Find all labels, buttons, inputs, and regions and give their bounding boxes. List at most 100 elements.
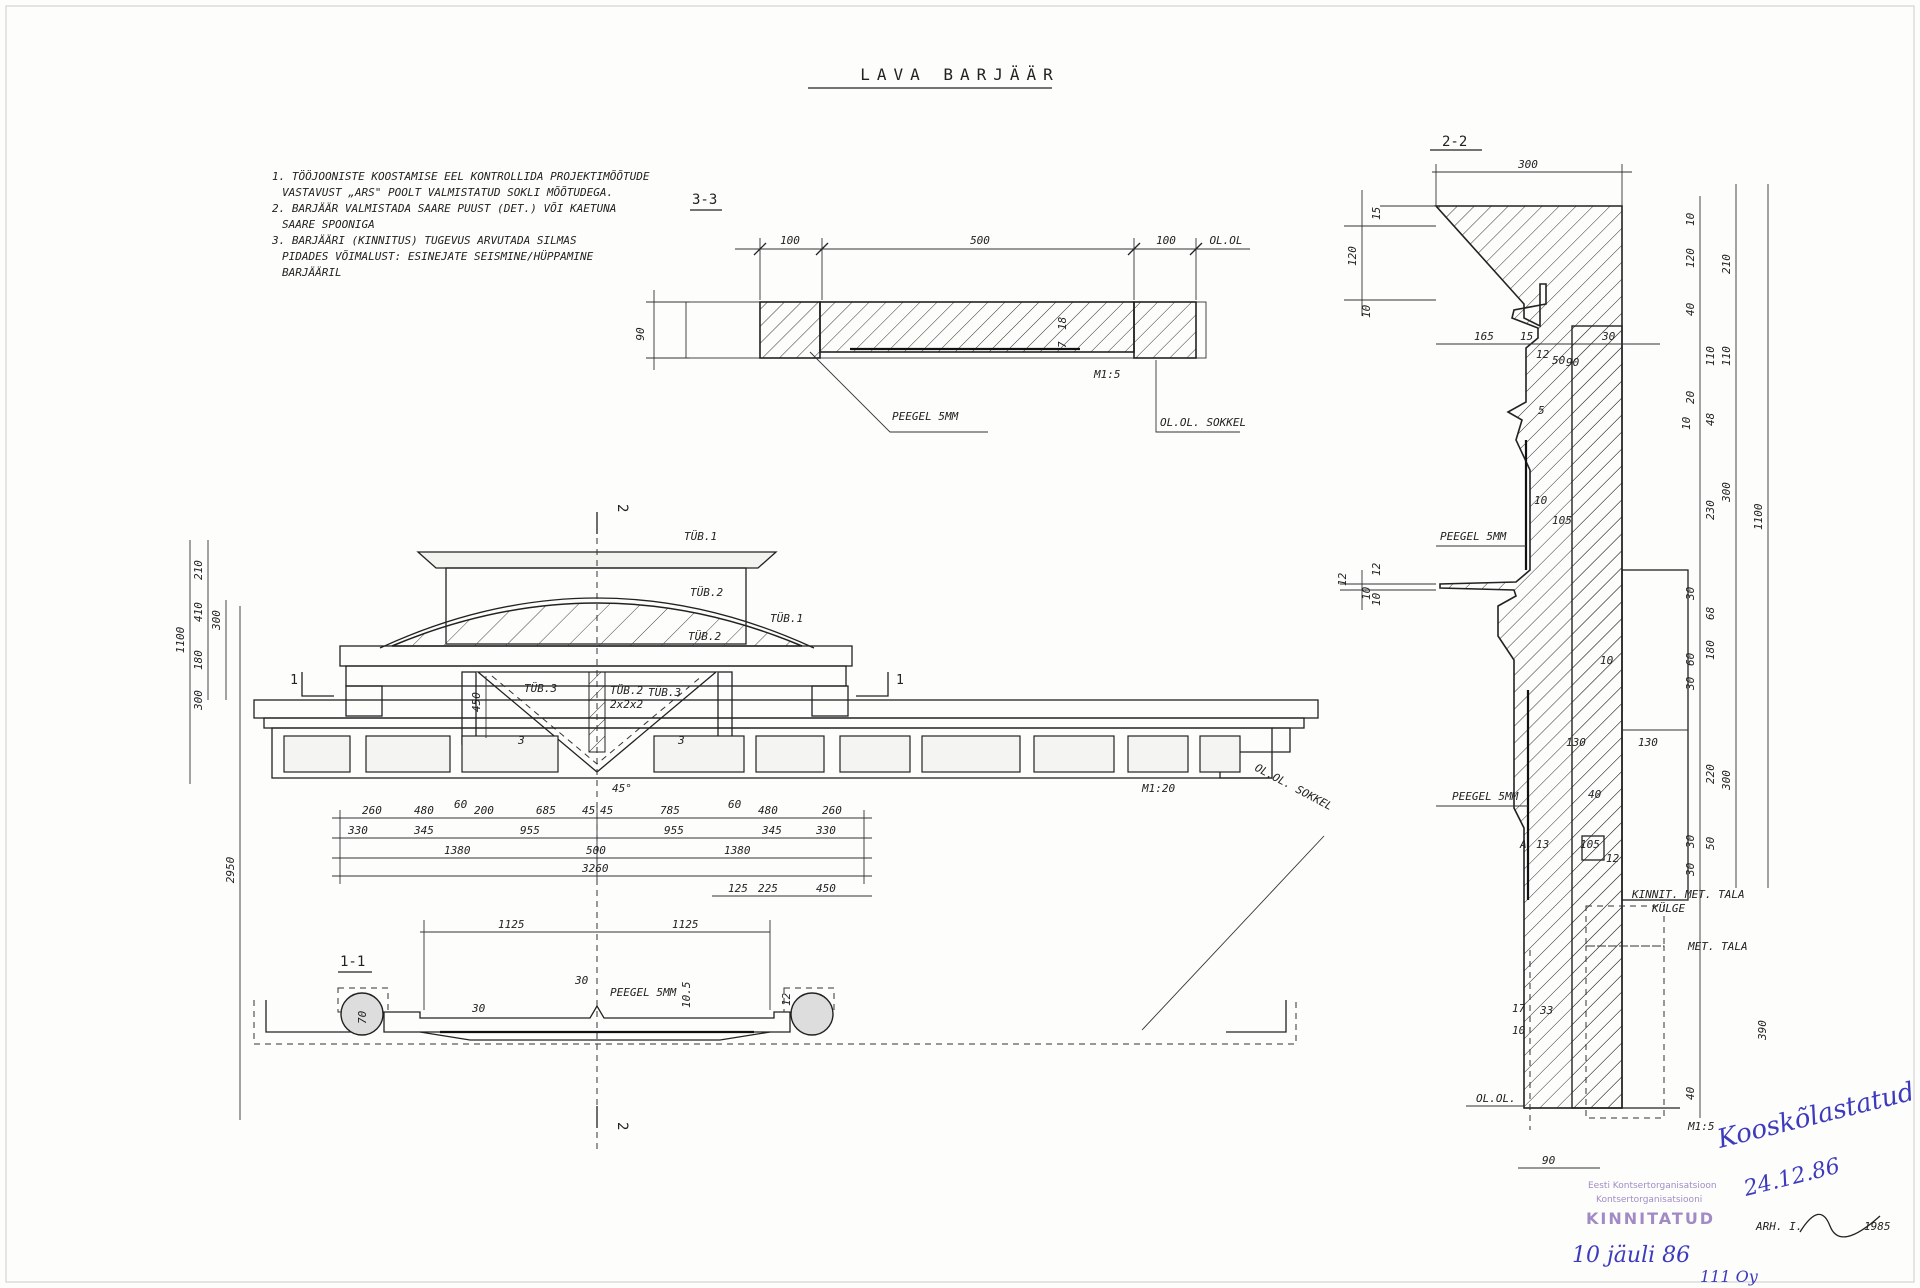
tub-1b: TÜB.1 — [770, 612, 803, 625]
stamp-line-1: Eesti Kontsertorganisatsioon — [1588, 1181, 1717, 1191]
signature-date: 24.12.86 — [1740, 1154, 1842, 1202]
dim-22-r110: 110 — [1704, 346, 1717, 366]
plan-1-1: 1-1 1125 1125 30 30 10.5 12 70 PEEGEL 5M… — [253, 918, 1297, 1045]
dim-elev-300b: 300 — [192, 690, 205, 711]
dim-22-b300: 300 — [1720, 482, 1733, 503]
tub-2b: TÜB.2 — [688, 630, 721, 643]
label-33-sokkel: OL.OL. SOKKEL — [1160, 416, 1246, 429]
dim-22-r20: 20 — [1684, 390, 1697, 404]
dim-r1-45b: 45 — [600, 804, 613, 817]
dim-r1-45a: 45 — [582, 804, 595, 817]
approval-stamp: Eesti Kontsertorganisatsioon Kontsertorg… — [1586, 1181, 1717, 1228]
dim-22-b210: 210 — [1720, 254, 1733, 274]
dim-22-r30c: 30 — [1684, 834, 1697, 849]
sheet-border — [5, 5, 1915, 1283]
dim-22-300: 300 — [1517, 158, 1538, 171]
dim-22-30: 30 — [1601, 330, 1616, 343]
dim-r1-785: 785 — [660, 804, 680, 817]
arh-label: ARH. I. — [1755, 1220, 1802, 1233]
dim-22-33: 33 — [1539, 1004, 1553, 1017]
tub-size: 2x2x2 — [610, 698, 643, 711]
dim-22-10c: 10 — [1534, 494, 1548, 507]
label-33-mirror: PEEGEL 5MM — [892, 410, 959, 423]
dim-22-b110: 110 — [1720, 346, 1733, 366]
section-2-2: 2-2 300 15 120 10 12 10 12 10 — [1336, 134, 1769, 1169]
dim-22-10e: 10 — [1512, 1024, 1526, 1037]
dim-elev-410: 410 — [192, 602, 205, 622]
dim-r1-480b: 480 — [758, 804, 778, 817]
note-line-3: 2. BARJÄÄR VALMISTADA SAARE PUUST (DET.)… — [272, 202, 616, 215]
dim-r2-955b: 955 — [664, 824, 684, 837]
dim-elev-180: 180 — [192, 650, 205, 670]
dim-33-olol: OL.OL — [1209, 234, 1242, 247]
dim-r1-200: 200 — [474, 804, 494, 817]
dim-22-r40b: 40 — [1684, 1086, 1697, 1100]
dim-22-40: 40 — [1588, 788, 1602, 801]
dim-r2-345b: 345 — [761, 824, 782, 837]
label-22-mirror-b: PEEGEL 5MM — [1452, 790, 1519, 803]
label-elev-sokkel: OL.OL. SOKKEL — [1253, 761, 1335, 813]
dim-22-13: 13 — [1536, 838, 1549, 851]
dim-r1-685: 685 — [536, 804, 556, 817]
note-line-7: BARJÄÄRIL — [282, 266, 342, 279]
tub-2c: TÜB.2 — [610, 684, 643, 697]
dim-r2-330a: 330 — [347, 824, 368, 837]
dim-22-17: 17 — [1512, 1002, 1526, 1015]
dim-22-r390: 390 — [1756, 1020, 1769, 1041]
scale-elev: M1:20 — [1141, 782, 1175, 795]
dim-plan-1125a: 1125 — [498, 918, 525, 931]
front-elevation: 2 2 1 1 TÜB.1 TÜB.2 TÜB.1 TÜB.2 TÜB.3 TÜ… — [174, 504, 1335, 1150]
dim-r5-450: 450 — [816, 882, 836, 895]
dim-22-b1100: 1100 — [1752, 503, 1765, 530]
dim-r1-260b: 260 — [822, 804, 842, 817]
dim-r1-480a: 480 — [414, 804, 434, 817]
dim-22-r30b: 30 — [1684, 676, 1697, 691]
dim-r4-3260: 3260 — [581, 862, 609, 875]
dim-r1-60a: 60 — [454, 798, 468, 811]
dim-plan-105: 10.5 — [680, 982, 693, 1009]
dim-22-10a: 10 — [1360, 586, 1373, 600]
tub-3b: TÜB.3 — [648, 686, 681, 699]
dim-22-10d: 10 — [1600, 654, 1614, 667]
stamp-line-2: Kontsertorganisatsiooni — [1596, 1195, 1702, 1205]
note-line-2: VASTAVUST „ARS" POOLT VALMISTATUD SOKLI … — [282, 186, 613, 199]
drawing-title: LAVA BARJÄÄR — [860, 65, 1060, 84]
cut-1-left: 1 — [290, 673, 298, 688]
dim-33-100b: 100 — [1156, 234, 1176, 247]
stamp-line-3: KINNITATUD — [1586, 1209, 1715, 1228]
dim-33-18: 18 — [1056, 316, 1069, 330]
dim-33-500: 500 — [970, 234, 990, 247]
dim-22-r40: 40 — [1684, 302, 1697, 316]
angle-45: 45° — [612, 782, 632, 795]
scale-33: M1:5 — [1093, 368, 1121, 381]
dim-22-105: 105 — [1552, 514, 1572, 527]
dim-r3-1380b: 1380 — [724, 844, 751, 857]
dim-33-100a: 100 — [780, 234, 800, 247]
dim-22-15: 15 — [1370, 207, 1383, 220]
dim-22-r60: 60 — [1684, 652, 1697, 666]
dim-22-12a: 12 — [1336, 572, 1349, 586]
section-3-3: 3-3 100 500 100 OL.OL 90 18 7 M1:5 PEEGE… — [634, 192, 1250, 433]
label-22-met-tala: MET. TALA — [1687, 940, 1748, 953]
dim-elev-2950: 2950 — [224, 856, 237, 883]
label-22-kulge: KÜLGE — [1651, 902, 1685, 915]
dim-22-b300b: 300 — [1720, 770, 1733, 791]
notes-block: 1. TÖÖJOONISTE KOOSTAMISE EEL KONTROLLID… — [271, 170, 650, 279]
section-2-2-label: 2-2 — [1442, 134, 1467, 150]
stamp-number: 111 Oy — [1700, 1267, 1759, 1286]
dim-22-10: 10 — [1360, 304, 1373, 318]
scale-22: M1:5 — [1687, 1120, 1715, 1133]
dim-22-90b: 90 — [1542, 1154, 1556, 1167]
dim-plan-1125b: 1125 — [672, 918, 699, 931]
dim-22-15b: 15 — [1520, 330, 1533, 343]
dim-r3-1380a: 1380 — [444, 844, 471, 857]
dim-r2-955a: 955 — [520, 824, 540, 837]
dim-22-r68: 68 — [1704, 606, 1717, 620]
label-22-a: A — [1519, 838, 1527, 851]
dim-r5-225: 225 — [758, 882, 778, 895]
right-dims-a: 10 120 40 110 20 48 10 230 30 68 60 180 … — [1680, 212, 1769, 1100]
tub-3a: TÜB.3 — [524, 682, 557, 695]
dim-r5-125: 125 — [728, 882, 748, 895]
dim-22-r10b: 10 — [1680, 416, 1693, 430]
